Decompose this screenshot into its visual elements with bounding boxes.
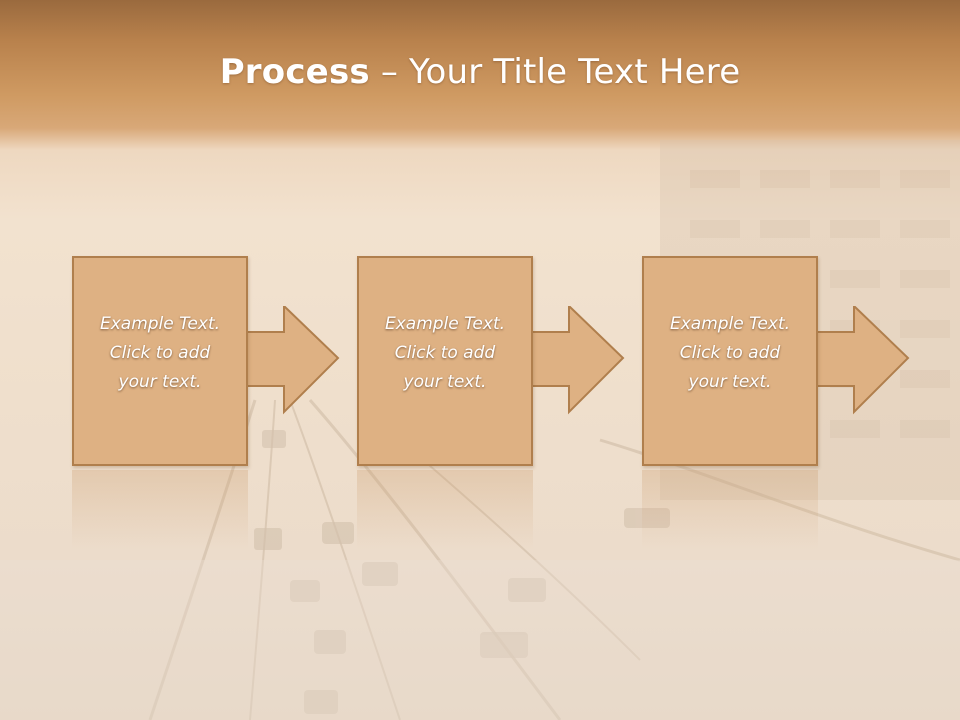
step-box[interactable] xyxy=(72,256,248,466)
right-arrow-icon xyxy=(814,306,910,415)
slide-title[interactable]: Process – Your Title Text Here xyxy=(0,52,960,92)
process-step-2: Example Text. Click to add your text. xyxy=(357,256,625,466)
step-reflection xyxy=(357,470,533,550)
process-step-1: Example Text. Click to add your text. xyxy=(72,256,340,466)
step-reflection xyxy=(72,470,248,550)
step-box[interactable] xyxy=(357,256,533,466)
step-text[interactable]: Example Text. Click to add your text. xyxy=(99,314,221,392)
cars xyxy=(254,430,670,714)
step-text[interactable]: Example Text. Click to add your text. xyxy=(669,314,791,392)
right-arrow-icon xyxy=(529,306,625,415)
right-arrow-icon xyxy=(244,306,340,415)
step-text[interactable]: Example Text. Click to add your text. xyxy=(384,314,506,392)
title-rest-text: – Your Title Text Here xyxy=(369,52,741,92)
step-reflection xyxy=(642,470,818,550)
step-box[interactable] xyxy=(642,256,818,466)
process-step-3: Example Text. Click to add your text. xyxy=(642,256,910,466)
title-bold-text: Process xyxy=(219,52,370,92)
